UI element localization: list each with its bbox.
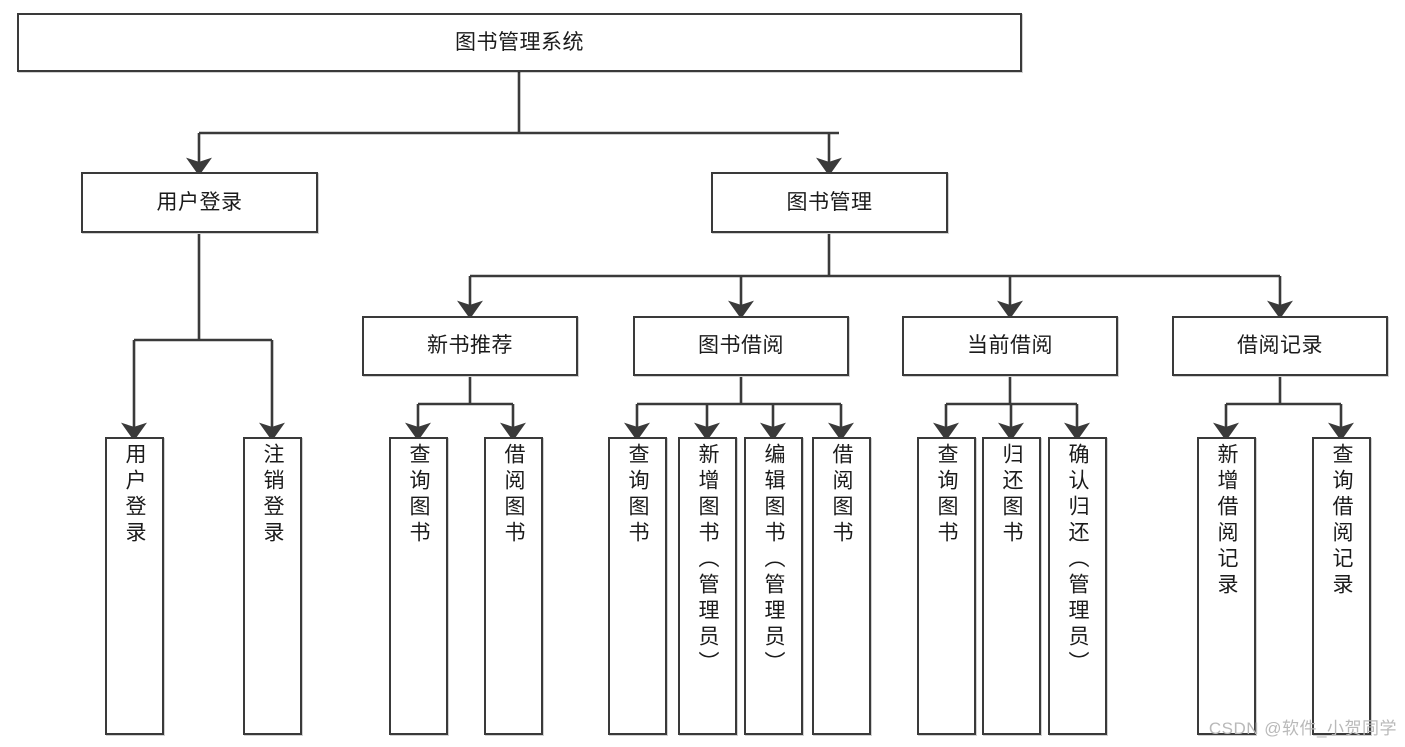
node-label: 图书管理 <box>786 190 873 214</box>
node-label: 借阅图书 <box>830 443 853 547</box>
node-label: 新书推荐 <box>427 334 513 358</box>
leaf-edit-book[interactable]: 编辑图书（管理员） <box>744 437 803 735</box>
node-label: 查询图书 <box>626 443 649 547</box>
node-root-book-management-system[interactable]: 图书管理系统 <box>17 13 1022 72</box>
node-label: 图书借阅 <box>698 334 784 358</box>
node-book-management[interactable]: 图书管理 <box>711 172 948 233</box>
leaf-add-record[interactable]: 新增借阅记录 <box>1197 437 1256 735</box>
leaf-query-book-3[interactable]: 查询图书 <box>917 437 976 735</box>
node-label: 用户登录 <box>156 190 243 214</box>
node-borrow-record[interactable]: 借阅记录 <box>1172 316 1388 376</box>
leaf-confirm-return[interactable]: 确认归还（管理员） <box>1048 437 1107 735</box>
node-new-book-recommend[interactable]: 新书推荐 <box>362 316 578 376</box>
leaf-borrow-book-2[interactable]: 借阅图书 <box>812 437 871 735</box>
leaf-add-book[interactable]: 新增图书（管理员） <box>678 437 737 735</box>
leaf-borrow-book-1[interactable]: 借阅图书 <box>484 437 543 735</box>
node-label: 当前借阅 <box>967 334 1053 358</box>
leaf-user-login[interactable]: 用户登录 <box>105 437 164 735</box>
leaf-logout-login[interactable]: 注销登录 <box>243 437 302 735</box>
node-label: 查询图书 <box>407 443 430 547</box>
node-label: 图书管理系统 <box>455 30 584 54</box>
leaf-query-book-2[interactable]: 查询图书 <box>608 437 667 735</box>
node-label: 借阅图书 <box>502 443 525 547</box>
leaf-query-book-1[interactable]: 查询图书 <box>389 437 448 735</box>
csdn-watermark: CSDN @软件_小贺同学 <box>1208 719 1397 738</box>
node-label: 查询图书 <box>935 443 958 547</box>
node-current-borrow[interactable]: 当前借阅 <box>902 316 1118 376</box>
node-label: 查询借阅记录 <box>1330 443 1353 599</box>
node-label: 用户登录 <box>123 443 146 547</box>
leaf-query-record[interactable]: 查询借阅记录 <box>1312 437 1371 735</box>
node-label: 借阅记录 <box>1237 334 1323 358</box>
leaf-return-book[interactable]: 归还图书 <box>982 437 1041 735</box>
node-book-borrow[interactable]: 图书借阅 <box>633 316 849 376</box>
node-label: 归还图书 <box>1000 443 1023 547</box>
node-user-login[interactable]: 用户登录 <box>81 172 318 233</box>
node-label: 确认归还（管理员） <box>1066 443 1089 677</box>
node-label: 注销登录 <box>261 443 284 547</box>
node-label: 新增借阅记录 <box>1215 443 1238 599</box>
node-label: 编辑图书（管理员） <box>762 443 785 677</box>
node-label: 新增图书（管理员） <box>696 443 719 677</box>
